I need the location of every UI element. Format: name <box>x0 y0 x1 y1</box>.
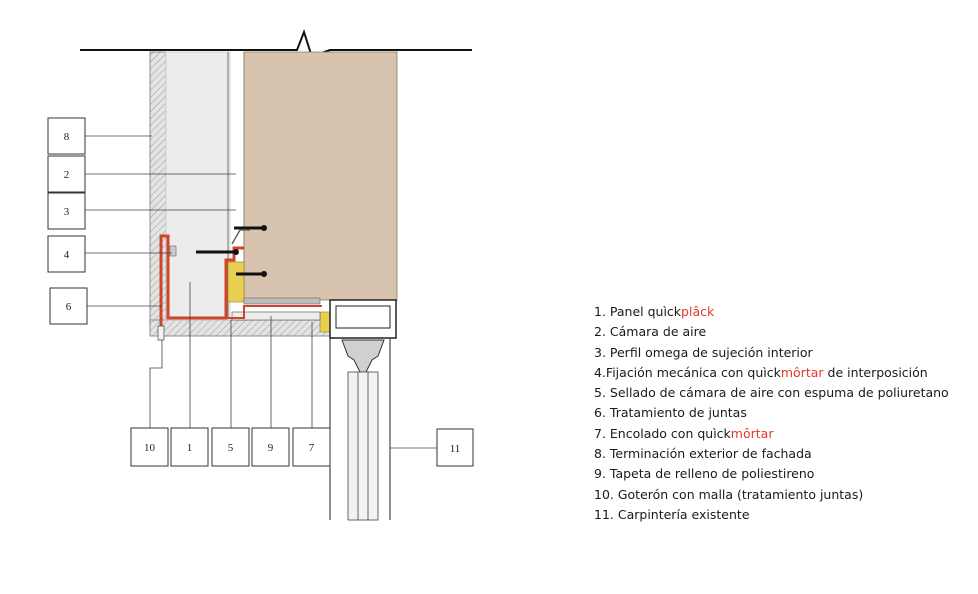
callout-box: 4 <box>47 235 86 273</box>
callout-box: 10 <box>130 427 169 467</box>
screw-icon <box>236 271 267 277</box>
legend-item: 3. Perfil omega de sujeción interior <box>594 344 813 360</box>
foam-seal-bottom <box>319 311 331 333</box>
insulation-layer <box>165 51 231 321</box>
foam-seal <box>227 261 245 303</box>
legend-item: 5. Sellado de cámara de aire con espuma … <box>594 385 949 401</box>
legend-item: 11. Carpintería existente <box>594 506 750 522</box>
svg-text:1: 1 <box>187 442 193 454</box>
interior-profile <box>168 305 322 319</box>
window-frame-inner <box>335 305 391 329</box>
callout-box: 7 <box>292 427 331 467</box>
fixing-washer <box>169 245 177 257</box>
svg-text:11: 11 <box>450 443 461 455</box>
legend-item: 8. Terminación exterior de fachada <box>594 446 812 462</box>
callout-box: 9 <box>251 427 290 467</box>
quickplack-panel <box>243 51 398 301</box>
screw-icon <box>196 249 239 255</box>
facade-finish-hatch <box>149 51 167 327</box>
legend-item: 1. Panel quìckplâck <box>594 304 715 319</box>
leader-lines <box>85 135 437 449</box>
svg-text:9: 9 <box>268 442 274 454</box>
omega-bracket <box>231 229 250 245</box>
callout-box: 1 <box>170 427 209 467</box>
svg-text:3: 3 <box>64 206 70 218</box>
legend-list: 1. Panel quìckplâck 2. Cámara de aire 3.… <box>594 302 949 525</box>
legend-item: 9. Tapeta de relleno de poliestireno <box>594 466 815 482</box>
svg-text:2: 2 <box>64 169 70 181</box>
svg-text:5: 5 <box>228 442 234 454</box>
callout-box: 3 <box>47 192 86 230</box>
callout-box: 5 <box>211 427 250 467</box>
drip-edge <box>157 325 165 341</box>
window-glass <box>347 371 379 521</box>
facade-finish-bottom-hatch <box>149 319 331 337</box>
legend-item: 6. Tratamiento de juntas <box>594 405 747 421</box>
callout-box: 8 <box>47 117 86 155</box>
legend-item: 10. Goterón con malla (tratamiento junta… <box>594 486 864 502</box>
svg-text:8: 8 <box>64 131 70 143</box>
callout-box: 6 <box>49 287 88 325</box>
svg-text:6: 6 <box>66 301 72 313</box>
callout-box: 11 <box>436 428 474 467</box>
legend-item: 7. Encolado con quìckmôrtar <box>594 425 774 441</box>
window-sash <box>341 339 385 373</box>
screw-icon <box>234 225 267 231</box>
svg-text:7: 7 <box>309 442 315 454</box>
legend-item: 4.Fijación mecánica con quìckmôrtar de i… <box>594 364 928 380</box>
svg-text:4: 4 <box>64 249 70 261</box>
svg-text:10: 10 <box>144 442 156 454</box>
callout-box: 2 <box>47 155 86 193</box>
polystyrene-filler <box>231 311 321 321</box>
grey-strip <box>243 297 321 305</box>
legend-item: 2. Cámara de aire <box>594 324 707 340</box>
